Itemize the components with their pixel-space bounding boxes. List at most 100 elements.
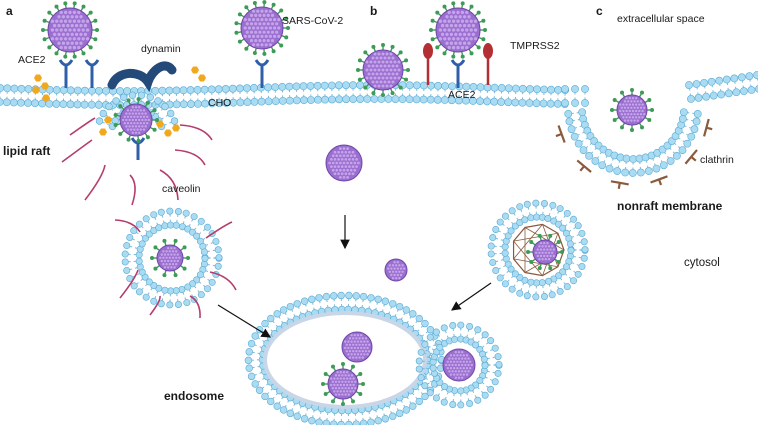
virus-surface-dot (252, 43, 256, 47)
virus-surface-dot (383, 72, 387, 76)
virus-surface-dot (457, 357, 461, 360)
spike-tip (357, 58, 362, 63)
virus-surface-dot (546, 248, 549, 251)
lipid-head (300, 297, 309, 305)
ace2-label-b: ACE2 (448, 89, 476, 101)
virus-surface-dot (633, 106, 636, 110)
lipid-head (574, 139, 583, 148)
virus-surface-dot (349, 377, 352, 380)
virus-surface-dot (459, 373, 462, 376)
lipid-head (221, 85, 230, 93)
virus-surface-dot (539, 248, 543, 251)
lipid-head (285, 96, 294, 105)
nonraft-membrane (561, 85, 589, 107)
virus-surface-dot (465, 19, 469, 23)
lipid-head (487, 385, 495, 393)
lipid-head (322, 292, 331, 301)
virus-surface-dot (391, 264, 395, 267)
virus-surface-dot (464, 363, 467, 367)
virus-surface-dot (336, 377, 339, 380)
lipid-tail (259, 372, 262, 374)
lipid-tail (485, 376, 488, 379)
virus-clathrin-vesicle (526, 233, 564, 271)
lipid-head (678, 146, 687, 154)
virus-surface-dot (458, 23, 462, 28)
lipid-tail (585, 137, 588, 140)
lipid-head (130, 282, 138, 290)
lipid-head (581, 99, 589, 107)
spike-tip (481, 18, 486, 23)
virus-surface-dot (634, 96, 638, 100)
lipid-tail (554, 215, 557, 219)
lipid-head (421, 382, 429, 390)
virus-surface-dot (381, 60, 385, 64)
virus-surface-dot (402, 267, 406, 270)
lipid-tail (511, 275, 514, 279)
virus-surface-dot (333, 390, 336, 393)
lipid-tail (406, 396, 409, 400)
virus-surface-dot (171, 256, 175, 260)
lipid-head (293, 300, 301, 308)
virus-surface-dot (329, 377, 333, 380)
lipid-head (476, 97, 484, 106)
lipid-head (208, 278, 216, 286)
lipid-head (441, 383, 449, 391)
virus-surface-dot (353, 340, 357, 343)
virus-surface-dot (389, 84, 393, 88)
virus-surface-dot (460, 45, 465, 50)
lipid-tail (431, 379, 435, 382)
virus-surface-dot (467, 41, 471, 45)
virus-surface-dot (133, 128, 136, 131)
spike-tip (476, 45, 481, 50)
virus-surface-dot (170, 253, 173, 256)
virus-surface-dot (636, 119, 640, 122)
virus-surface-dot (66, 15, 70, 19)
virus-surface-dot (447, 37, 451, 41)
spike-tip (321, 382, 325, 386)
virus-surface-dot (133, 115, 136, 119)
lipid-head (518, 84, 527, 93)
spike-tip (262, 0, 267, 5)
virus-surface-dot (630, 100, 633, 103)
lipid-head (491, 378, 499, 386)
lipid-head (245, 348, 253, 356)
lipid-head (187, 100, 195, 108)
spike-tip (113, 123, 118, 128)
virus-surface-dot (254, 22, 258, 26)
lipid-head (293, 412, 301, 420)
virus-surface-dot (387, 64, 391, 68)
dynamin-chain (107, 61, 177, 93)
lipid-tail (474, 332, 477, 335)
spike-tip (357, 77, 362, 82)
cholesterol-molecule (104, 116, 112, 124)
virus-surface-dot (345, 343, 349, 347)
lipid-head (250, 83, 258, 92)
lipid-tail (513, 213, 516, 216)
virus-surface-dot (449, 354, 453, 357)
lipid-tail (420, 392, 423, 395)
lipid-tail (529, 285, 531, 288)
spike-tip (435, 10, 440, 15)
spike-tip (356, 68, 360, 72)
virus-surface-dot (393, 260, 396, 264)
lipid-head (690, 125, 699, 134)
panel-label-a: a (6, 4, 13, 18)
spike-tip (469, 4, 474, 9)
virus-surface-dot (264, 18, 268, 22)
lipid-head (320, 81, 329, 90)
lipid-tail (270, 329, 273, 332)
lipid-tail (207, 278, 210, 281)
virus-surface-dot (337, 386, 341, 390)
lipid-head (151, 86, 160, 95)
lipid-tail (156, 291, 159, 294)
lipid-tail (516, 279, 519, 283)
lipid-tail (612, 158, 614, 161)
lipid-tail (577, 133, 580, 136)
lipid-head (273, 402, 281, 410)
virus-surface-dot (351, 343, 355, 347)
virus-surface-dot (353, 386, 357, 390)
lipid-head (17, 84, 26, 93)
lipid-head (66, 86, 75, 95)
virus-ace2-b (429, 1, 487, 59)
lipid-head (421, 319, 429, 328)
